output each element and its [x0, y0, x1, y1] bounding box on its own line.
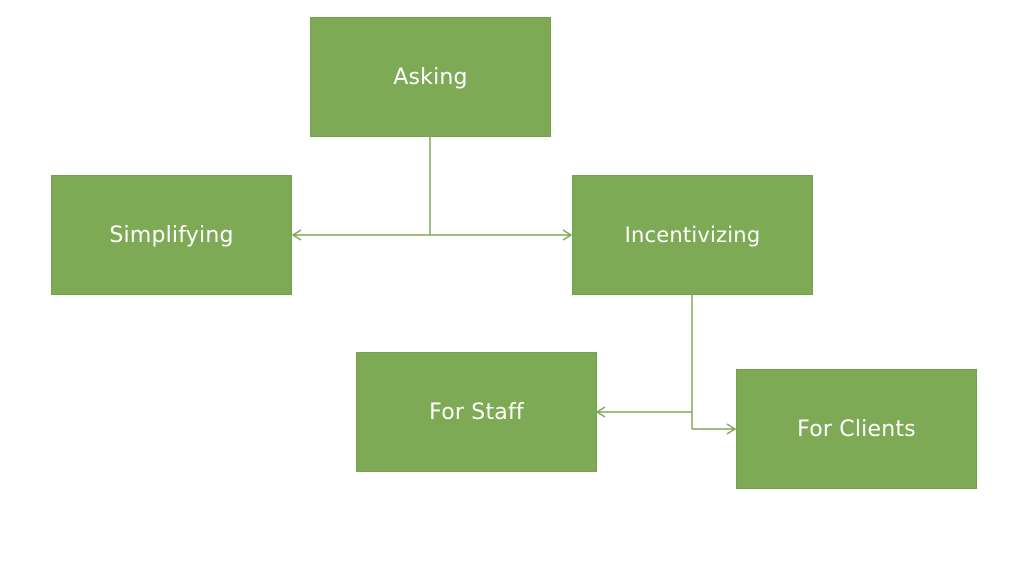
- connector-incentivizing-branch: [595, 295, 737, 435]
- node-simplifying-label: Simplifying: [109, 222, 234, 248]
- arrowhead-simplifying: [291, 229, 302, 241]
- node-for-staff-label: For Staff: [429, 399, 524, 425]
- arrowhead-staff: [595, 406, 606, 418]
- node-for-clients: For Clients: [736, 369, 977, 489]
- connector-asking-branch: [291, 137, 573, 241]
- node-incentivizing: Incentivizing: [572, 175, 813, 295]
- node-incentivizing-label: Incentivizing: [624, 223, 761, 247]
- node-asking: Asking: [310, 17, 551, 137]
- arrowhead-clients: [726, 423, 737, 435]
- node-asking-label: Asking: [393, 64, 468, 90]
- node-simplifying: Simplifying: [51, 175, 292, 295]
- node-for-staff: For Staff: [356, 352, 597, 472]
- arrowhead-incentivizing: [562, 229, 573, 241]
- node-for-clients-label: For Clients: [797, 416, 916, 442]
